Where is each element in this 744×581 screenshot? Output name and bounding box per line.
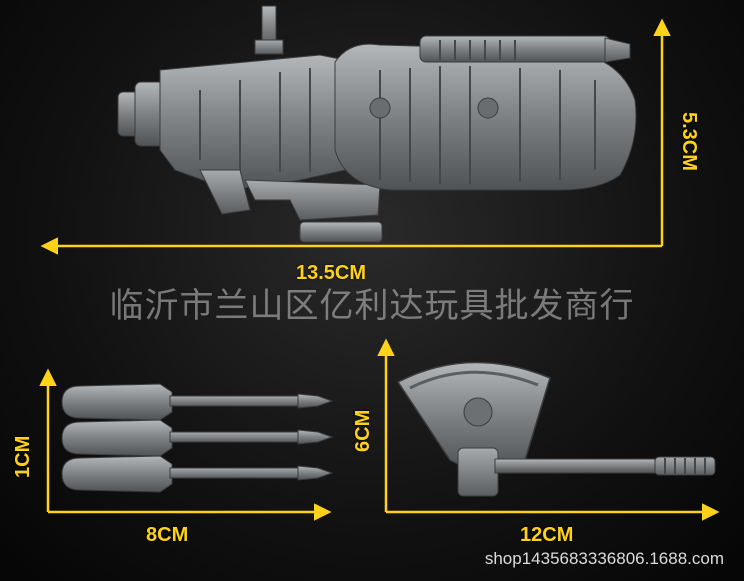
battle-axe-icon xyxy=(396,361,716,497)
dimension-lines xyxy=(39,18,720,521)
cannon-width-label: 13.5CM xyxy=(296,262,367,284)
watermark-text: 临沂市兰山区亿利达玩具批发商行 xyxy=(109,286,635,326)
missile-projectile-icon xyxy=(61,383,334,493)
axe-width-label: 12CM xyxy=(520,524,574,546)
missile-height-label: 1CM xyxy=(12,435,34,478)
axe-height-label: 6CM xyxy=(352,409,374,452)
cannon-weapon-icon xyxy=(117,5,637,243)
cannon-height-label: 5.3CM xyxy=(678,112,700,171)
shop-url: shop1435683336806.1688.com xyxy=(484,549,724,568)
missile-width-label: 8CM xyxy=(146,524,189,546)
